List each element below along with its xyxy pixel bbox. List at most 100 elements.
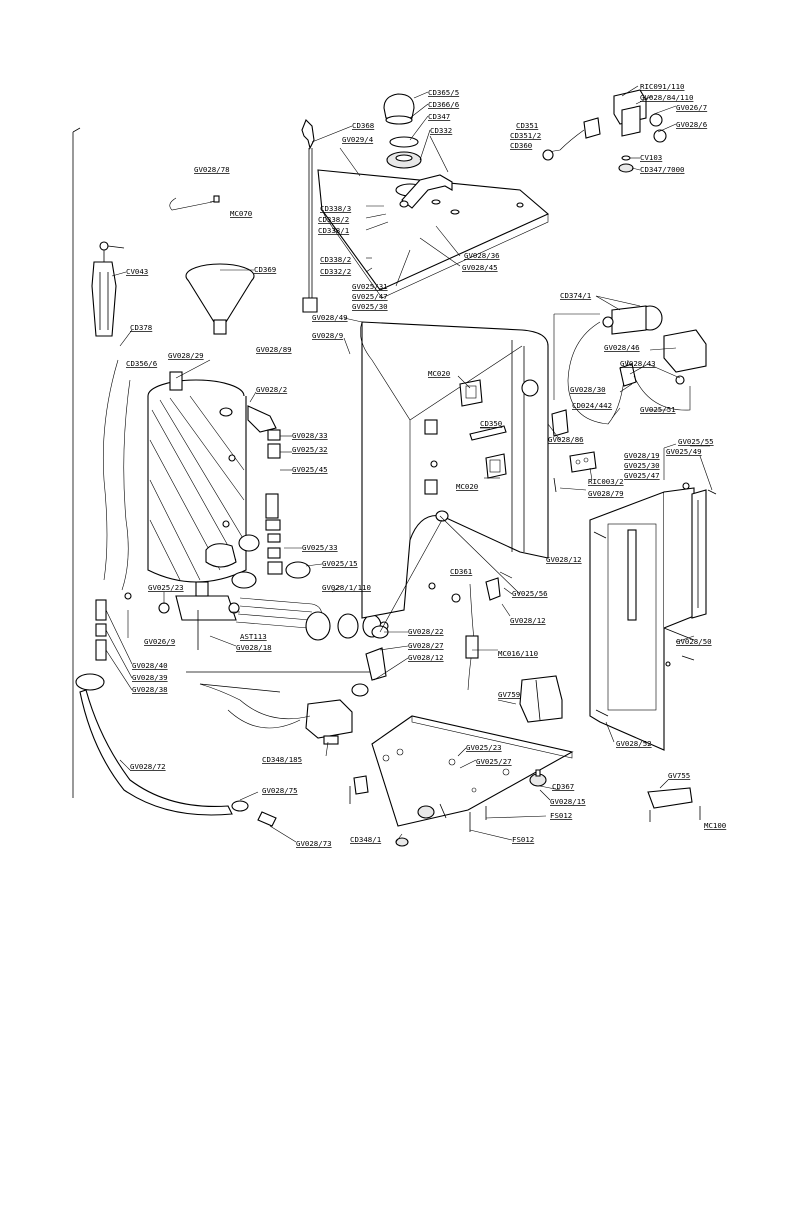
label-cd347-7000: CD347/7000 (640, 165, 685, 174)
label-gv025-32: GV025/32 (292, 445, 328, 454)
label-gv028-40: GV028/40 (132, 661, 168, 670)
thermostat (199, 683, 353, 745)
label-cd365-5: CD365/5 (428, 88, 459, 97)
frame-corner (72, 127, 81, 133)
label-ric003-2: RIC003/2 (588, 477, 624, 486)
label-gv028-9: GV028/9 (312, 331, 343, 340)
label-cd348-1: CD348/1 (350, 835, 381, 844)
label-gv028-2: GV028/2 (256, 385, 287, 394)
label-cd338-2b: CD338/2 (320, 255, 351, 264)
label-gv028-86: GV028/86 (548, 435, 584, 444)
label-gv025-45: GV025/45 (292, 465, 328, 474)
label-gv028-45: GV028/45 (462, 263, 498, 272)
label-cd366-6: CD366/6 (428, 100, 459, 109)
label-gv759: GV759 (498, 690, 520, 699)
label-gv025-30a: GV025/30 (352, 302, 388, 311)
cable-left (102, 359, 119, 581)
label-gv029-4: GV029/4 (342, 135, 374, 144)
label-cd350: CD350 (480, 419, 502, 428)
label-gv028-12c: GV028/12 (408, 653, 444, 662)
label-gv028-33: GV028/33 (292, 431, 328, 440)
drain-hose (79, 689, 233, 816)
label-cd369: CD369 (254, 265, 276, 274)
label-gv028-29: GV028/29 (168, 351, 204, 360)
label-gv028-30: GV028/30 (570, 385, 606, 394)
label-fs012b: FS012 (512, 835, 534, 844)
fitting-stack (351, 625, 389, 697)
label-cd351: CD351 (516, 121, 538, 130)
label-cd338-3: CD338/3 (320, 204, 351, 213)
pressure-switch (619, 363, 691, 411)
level-gauge (91, 241, 125, 337)
terminal-block (569, 451, 597, 473)
label-gv025-15: GV025/15 (322, 559, 358, 568)
screw-gv028-79 (553, 477, 557, 493)
label-cd374-1: CD374/1 (560, 291, 591, 300)
heating-element (235, 597, 389, 641)
label-gv028-1-110: GV028/1/110 (322, 583, 371, 592)
capacitor (663, 329, 707, 373)
knob (383, 93, 422, 169)
sight-glass-strip (682, 482, 717, 619)
switch-upper (459, 379, 483, 407)
label-gv028-79: GV028/79 (588, 489, 624, 498)
top-cover-assembly (317, 169, 550, 299)
label-gv025-27: GV025/27 (476, 757, 512, 766)
label-cd368: CD368 (352, 121, 374, 130)
label-gv028-78: GV028/78 (194, 165, 230, 174)
label-gv028-15: GV028/15 (550, 797, 586, 806)
label-gv028-49: GV028/49 (312, 313, 348, 322)
label-gv025-30b: GV025/30 (624, 461, 660, 470)
boiler-tank (147, 371, 247, 583)
label-gv025-56: GV025/56 (512, 589, 548, 598)
label-cd360: CD360 (510, 141, 532, 150)
label-gv028-39: GV028/39 (132, 673, 168, 682)
rod-cd350 (469, 425, 507, 441)
label-cv043: CV043 (126, 267, 148, 276)
part-labels: CD365/5 CD366/6 CD347 CD332 CD368 GV029/… (126, 82, 726, 848)
label-cd367: CD367 (552, 782, 574, 791)
label-gv028-27: GV028/27 (408, 641, 444, 650)
label-cd024-442: CD024/442 (572, 401, 612, 410)
dip-rod (301, 119, 318, 313)
label-gv025-55: GV025/55 (678, 437, 714, 446)
label-gv028-89: GV028/89 (256, 345, 292, 354)
label-gv028-22: GV028/22 (408, 627, 444, 636)
label-cd361: CD361 (450, 567, 472, 576)
label-gv025-51: GV025/51 (640, 405, 676, 414)
label-gv025-23b: GV025/23 (466, 743, 502, 752)
screw-gv028-50 (681, 655, 695, 661)
label-gv026-7: GV026/7 (676, 103, 707, 112)
label-gv025-47a: GV025/47 (352, 292, 388, 301)
label-gv026-9: GV026/9 (144, 637, 175, 646)
relay-block (519, 675, 563, 723)
feet (353, 769, 547, 847)
label-gv755: GV755 (668, 771, 690, 780)
label-cd332: CD332 (430, 126, 452, 135)
label-gv025-47b: GV025/47 (624, 471, 660, 480)
label-gv028-12a: GV028/12 (546, 555, 582, 564)
label-gv028-38: GV028/38 (132, 685, 168, 694)
label-gv025-49: GV025/49 (666, 447, 702, 456)
hose-fittings (75, 592, 132, 691)
boiler-fittings (231, 405, 311, 589)
label-gv028-73: GV028/73 (296, 839, 332, 848)
hose-nozzle (257, 811, 277, 827)
label-cd378: CD378 (130, 323, 152, 332)
label-mc016-110: MC016/110 (498, 649, 538, 658)
label-gv028-6: GV028/6 (676, 120, 707, 129)
side-panel (589, 487, 695, 751)
base-plate (371, 715, 574, 827)
label-ast113: AST113 (240, 632, 267, 641)
leader-lines (105, 85, 713, 843)
bracket (158, 581, 378, 673)
label-cd348-185: CD348/185 (262, 755, 302, 764)
label-gv028-84-110: GV028/84/110 (640, 93, 693, 102)
label-gv025-23a: GV025/23 (148, 583, 184, 592)
label-gv028-46: GV028/46 (604, 343, 640, 352)
screw-gv028-52 (595, 709, 609, 717)
part-gv755 (647, 787, 693, 822)
cable-left-2 (121, 379, 131, 591)
pump-wiring (567, 321, 629, 425)
